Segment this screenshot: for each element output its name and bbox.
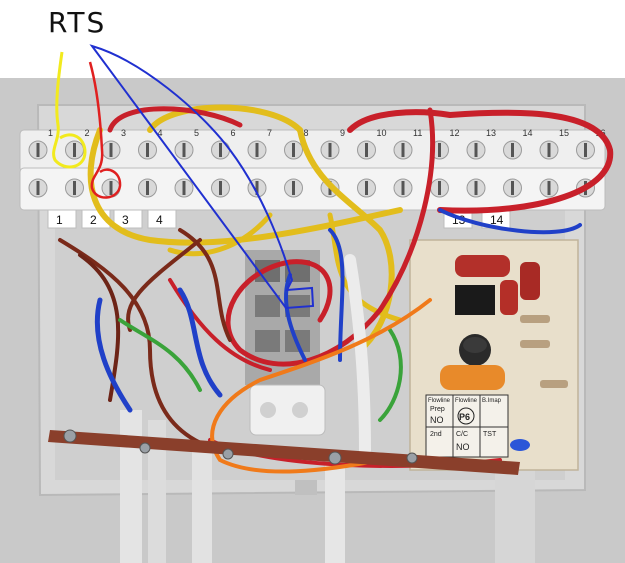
screw-slot (584, 143, 587, 157)
annotation-yellow-line (52, 51, 87, 169)
terminal-number: 9 (340, 128, 345, 138)
terminal-tab (47, 209, 77, 229)
screw-slot (182, 181, 186, 195)
terminal-tab-label: 4 (156, 213, 163, 227)
white-margin-top (0, 0, 625, 78)
clamp-screw-1 (63, 429, 77, 443)
terminal-tab-label: 1 (56, 213, 63, 227)
screw-slot (36, 143, 40, 157)
screw-slot (474, 143, 478, 157)
screw-slot (73, 181, 76, 195)
relay-label-panel: Flowline Flowline B.Imap Prep NO P6 2nd … (425, 394, 509, 458)
terminal-number: 1 (48, 128, 53, 138)
screw-slot (438, 181, 441, 195)
pcb-logo: P6 (459, 412, 470, 422)
terminal-tab-label: 3 (122, 213, 129, 227)
screw-slot (109, 181, 113, 195)
terminal-number: 3 (121, 128, 126, 138)
pcb-label-c1: Flowline (428, 398, 451, 404)
terminal-number: 15 (559, 128, 569, 138)
screw-slot (36, 181, 40, 195)
capacitor-red-1 (455, 255, 510, 277)
screw-slot (146, 143, 149, 157)
terminal-tab (147, 209, 177, 229)
pcb-board: Flowline Flowline B.Imap Prep NO P6 2nd … (409, 239, 579, 471)
pcb-label-r6: TST (483, 431, 497, 438)
terminal-number: 11 (413, 128, 422, 138)
ic-chip (455, 285, 495, 315)
screw-slot (511, 143, 514, 157)
screw-slot (146, 181, 149, 195)
pcb-label-r4: C/C (456, 431, 468, 438)
pcb-label-r3: 2nd (430, 431, 442, 438)
screw-slot (109, 143, 113, 157)
terminal-number: 5 (194, 128, 199, 138)
clamp-screw-2 (139, 442, 151, 454)
terminal-number: 8 (304, 128, 309, 138)
screw-slot (401, 181, 405, 195)
clamp-screw-5 (406, 452, 418, 464)
screw-slot (292, 143, 295, 157)
annotation-blue-line (89, 44, 315, 310)
terminal-number: 7 (267, 128, 272, 138)
terminal-number: 2 (85, 128, 90, 138)
terminal-number: 14 (523, 128, 533, 138)
screw-slot (547, 143, 551, 157)
pcb-label-c2: Flowline (455, 398, 478, 404)
annotation-red-line (88, 61, 122, 199)
pcb-label-r2: NO (430, 415, 444, 425)
screw-slot (219, 181, 222, 195)
screw-slot (73, 143, 76, 157)
screw-slot (547, 181, 551, 195)
terminal-number: 13 (486, 128, 496, 138)
rts-label: RTS (48, 6, 106, 39)
screw-slot (401, 143, 405, 157)
terminal-number: 10 (377, 128, 387, 138)
orange-capacitor (440, 365, 505, 390)
terminal-number: 4 (158, 128, 163, 138)
screw-slot (182, 143, 186, 157)
screw-slot (219, 143, 222, 157)
terminal-number: 6 (231, 128, 236, 138)
terminal-tab (113, 209, 143, 229)
screw-slot (511, 181, 514, 195)
screw-slot (438, 143, 441, 157)
screw-slot (474, 181, 478, 195)
clamp-screw-4 (328, 451, 342, 465)
pcb-label-c3: B.Imap (482, 398, 502, 404)
capacitor-red-2 (520, 262, 540, 300)
capacitor-red-3 (500, 280, 518, 315)
cable-clamp-bar (48, 429, 520, 475)
screw-slot (255, 181, 259, 195)
pcb-label-r1: Prep (430, 406, 445, 413)
screw-slot (255, 143, 259, 157)
screw-slot (328, 143, 332, 157)
wires (58, 104, 614, 474)
screw-slot (292, 181, 295, 195)
rts-annotation: RTS (48, 6, 315, 310)
terminal-tab-label: 2 (90, 213, 97, 227)
terminal-tab-label: 14 (490, 213, 504, 227)
screw-slot (365, 143, 368, 157)
screw-slot (365, 181, 368, 195)
pcb-label-r5: NO (456, 442, 470, 452)
bottom-cables (120, 410, 535, 563)
terminal-number: 12 (450, 128, 460, 138)
clamp-screw-3 (222, 448, 234, 460)
housing-foot (295, 480, 317, 495)
